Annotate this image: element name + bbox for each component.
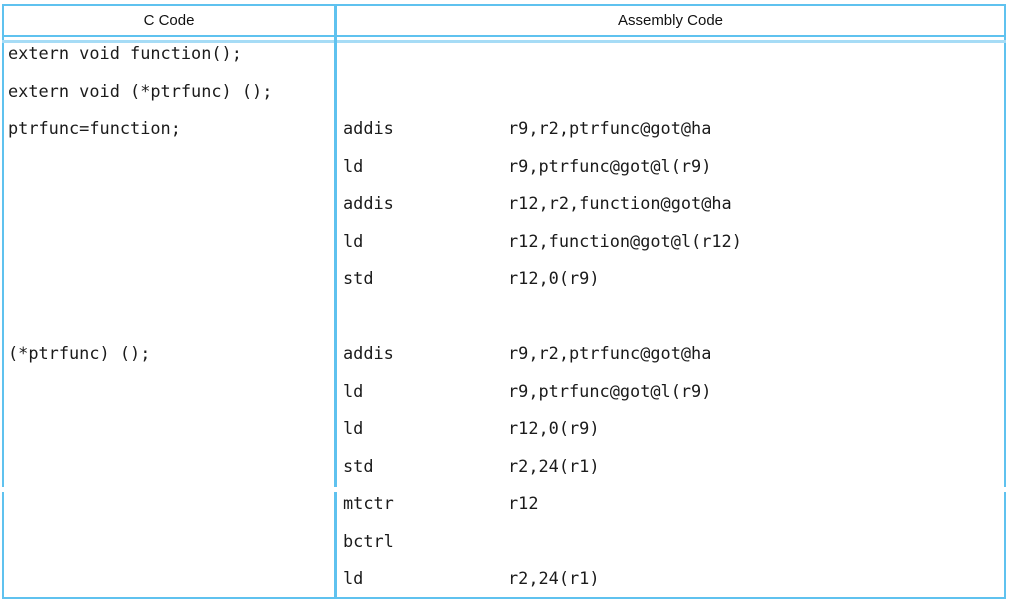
assembly-line: ld r9,ptrfunc@got@l(r9) — [343, 373, 711, 411]
assembly-operands: r12,function@got@l(r12) — [508, 230, 742, 251]
assembly-mnemonic: ld — [343, 568, 364, 589]
assembly-line: addis r12,r2,function@got@ha — [343, 185, 732, 223]
assembly-mnemonic: ld — [343, 418, 364, 439]
column-divider-lower — [334, 492, 337, 597]
assembly-operands: r2,24(r1) — [508, 455, 600, 476]
assembly-line: ld r9,ptrfunc@got@l(r9) — [343, 148, 711, 186]
column-divider-upper — [334, 6, 337, 487]
assembly-operands: r2,24(r1) — [508, 568, 600, 589]
c-code-text: extern void function(); — [8, 43, 242, 64]
assembly-operands: r12,r2,function@got@ha — [508, 193, 732, 214]
assembly-line: ld r2,24(r1) — [343, 560, 600, 598]
assembly-line: std r12,0(r9) — [343, 260, 600, 298]
assembly-mnemonic: std — [343, 268, 374, 289]
assembly-mnemonic: ld — [343, 230, 364, 251]
c-code-text: (*ptrfunc) (); — [8, 343, 151, 364]
assembly-line: addis r9,r2,ptrfunc@got@ha — [343, 110, 711, 148]
assembly-operands: r9,r2,ptrfunc@got@ha — [508, 343, 712, 364]
assembly-line: addis r9,r2,ptrfunc@got@ha — [343, 335, 711, 373]
assembly-operands: r9,r2,ptrfunc@got@ha — [508, 118, 712, 139]
assembly-mnemonic: addis — [343, 343, 394, 364]
assembly-line: bctrl — [343, 523, 508, 561]
assembly-line: ld r12,0(r9) — [343, 410, 600, 448]
assembly-operands: r12 — [508, 493, 539, 514]
assembly-mnemonic: std — [343, 455, 374, 476]
table-upper-box-border — [2, 4, 1006, 487]
assembly-line: ld r12,function@got@l(r12) — [343, 223, 742, 261]
header-separator-line-top — [2, 35, 1006, 37]
assembly-code-column-header: Assembly Code — [617, 12, 724, 29]
assembly-operands: r9,ptrfunc@got@l(r9) — [508, 155, 712, 176]
assembly-mnemonic: ld — [343, 380, 364, 401]
assembly-line: std r2,24(r1) — [343, 448, 600, 486]
c-code-line: extern void (*ptrfunc) (); — [8, 73, 272, 111]
assembly-mnemonic: addis — [343, 193, 394, 214]
c-code-line: extern void function(); — [8, 35, 242, 73]
assembly-mnemonic: addis — [343, 118, 394, 139]
assembly-operands: r9,ptrfunc@got@l(r9) — [508, 380, 712, 401]
c-code-text: ptrfunc=function; — [8, 118, 181, 139]
assembly-line: mtctr r12 — [343, 485, 539, 523]
assembly-mnemonic: mtctr — [343, 493, 394, 514]
table-lower-box-border — [2, 492, 1006, 599]
c-code-column-header: C Code — [143, 12, 195, 29]
c-code-line: ptrfunc=function; — [8, 110, 181, 148]
assembly-operands: r12,0(r9) — [508, 418, 600, 439]
assembly-operands: r12,0(r9) — [508, 268, 600, 289]
assembly-mnemonic: bctrl — [343, 530, 394, 551]
c-code-line: (*ptrfunc) (); — [8, 335, 150, 373]
assembly-mnemonic: ld — [343, 155, 364, 176]
header-separator-line-bottom — [2, 40, 1006, 43]
c-code-text: extern void (*ptrfunc) (); — [8, 80, 273, 101]
